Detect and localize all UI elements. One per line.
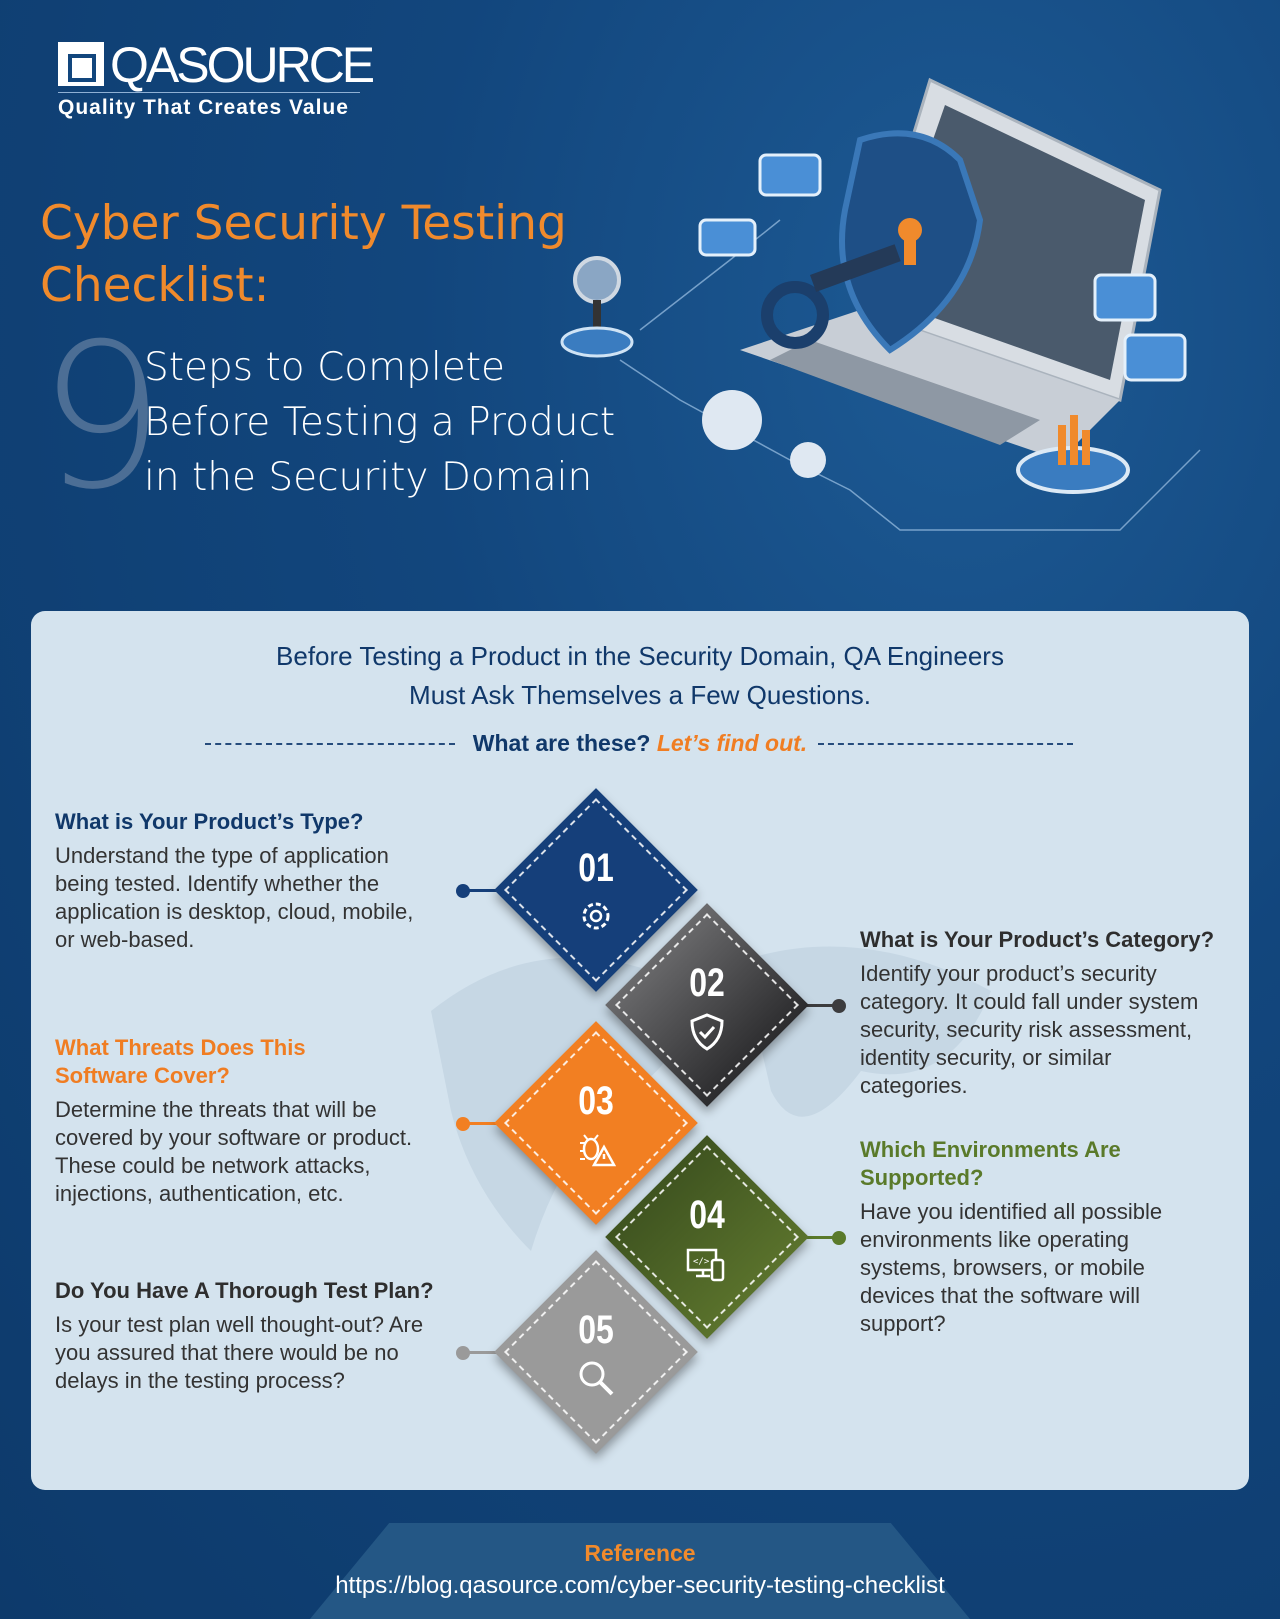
step-heading: Do You Have A Thorough Test Plan? (55, 1278, 434, 1303)
step-number-04: 04 (689, 1193, 725, 1237)
step-heading: What is Your Product’s Category? (860, 927, 1215, 952)
connector-04 (800, 1236, 840, 1239)
step-body: Have you identified all possible environ… (860, 1199, 1163, 1336)
reference-link[interactable]: https://blog.qasource.com/cyber-security… (335, 1572, 945, 1599)
key-icon (761, 244, 901, 349)
connector-dot-02 (832, 999, 846, 1013)
connector-dot-05 (456, 1346, 470, 1360)
step-number-05: 05 (578, 1308, 614, 1352)
security-laptop-illustration (560, 77, 1201, 531)
step-number-02: 02 (689, 961, 725, 1005)
step-body: Is your test plan well thought-out? Are … (55, 1312, 424, 1393)
page-title-line1: Cyber Security Testing (40, 196, 567, 251)
shield-check-icon (690, 1013, 724, 1051)
step-body: Understand the type of application being… (55, 843, 414, 952)
connector-dot-04 (832, 1231, 846, 1245)
subtitle: Steps to Complete Before Testing a Produ… (144, 340, 615, 505)
reference-banner (310, 1523, 970, 1619)
step-04-text: Which Environments Are Supported? Have y… (860, 1136, 1240, 1338)
gear-icon (582, 902, 610, 930)
reference-label: Reference (584, 1540, 696, 1566)
magnifier-icon (579, 1361, 614, 1396)
step-02-text: What is Your Product’s Category? Identif… (860, 926, 1240, 1100)
devices-code-icon: </> (686, 1248, 725, 1282)
connector-05 (462, 1351, 502, 1354)
chart-podium-icon (1016, 415, 1130, 494)
connector-01 (462, 889, 502, 892)
step-number-03: 03 (578, 1079, 614, 1123)
page-title-line2: Checklist: (40, 258, 270, 313)
brand-logo: QASOURCE (110, 37, 375, 93)
intro-line1: Before Testing a Product in the Security… (276, 641, 1004, 671)
step-heading: Which Environments Are Supported? (860, 1137, 1121, 1190)
connector-02 (800, 1004, 840, 1007)
step-body: Determine the threats that will be cover… (55, 1097, 413, 1206)
divider-left (205, 743, 455, 745)
intro-line2: Must Ask Themselves a Few Questions. (409, 680, 871, 710)
divider-right (818, 743, 1073, 745)
step-heading: What is Your Product’s Type? (55, 809, 364, 834)
svg-text:</>: </> (693, 1257, 710, 1267)
gear-icon (702, 390, 826, 478)
step-body: Identify your product’s security categor… (860, 961, 1199, 1098)
connector-dot-01 (456, 884, 470, 898)
step-05-text: Do You Have A Thorough Test Plan? Is you… (55, 1277, 455, 1395)
connector-03 (462, 1122, 502, 1125)
logo-divider (58, 92, 360, 93)
step-01-text: What is Your Product’s Type? Understand … (55, 808, 455, 954)
intro-prompt: What are these? Let’s find out. (31, 730, 1249, 757)
step-heading: What Threats Does This Software Cover? (55, 1035, 306, 1088)
qasource-logo-mark (58, 42, 104, 86)
step-03-text: What Threats Does This Software Cover? D… (55, 1034, 455, 1208)
bug-warning-icon (580, 1134, 616, 1167)
brand-tagline: Quality That Creates Value (58, 96, 349, 119)
subtitle-line: in the Security Domain (144, 455, 593, 500)
world-map-background (431, 946, 991, 1251)
big-number: 9 (38, 301, 166, 534)
prompt-text: What are these? (472, 730, 651, 756)
magnifier-icon (560, 256, 634, 358)
step-number-01: 01 (578, 846, 614, 890)
connector-dot-03 (456, 1117, 470, 1131)
subtitle-line: Before Testing a Product (144, 400, 616, 445)
prompt-accent: Let’s find out. (656, 730, 808, 756)
subtitle-line: Steps to Complete (144, 345, 506, 390)
server-block-icon (698, 153, 1187, 382)
